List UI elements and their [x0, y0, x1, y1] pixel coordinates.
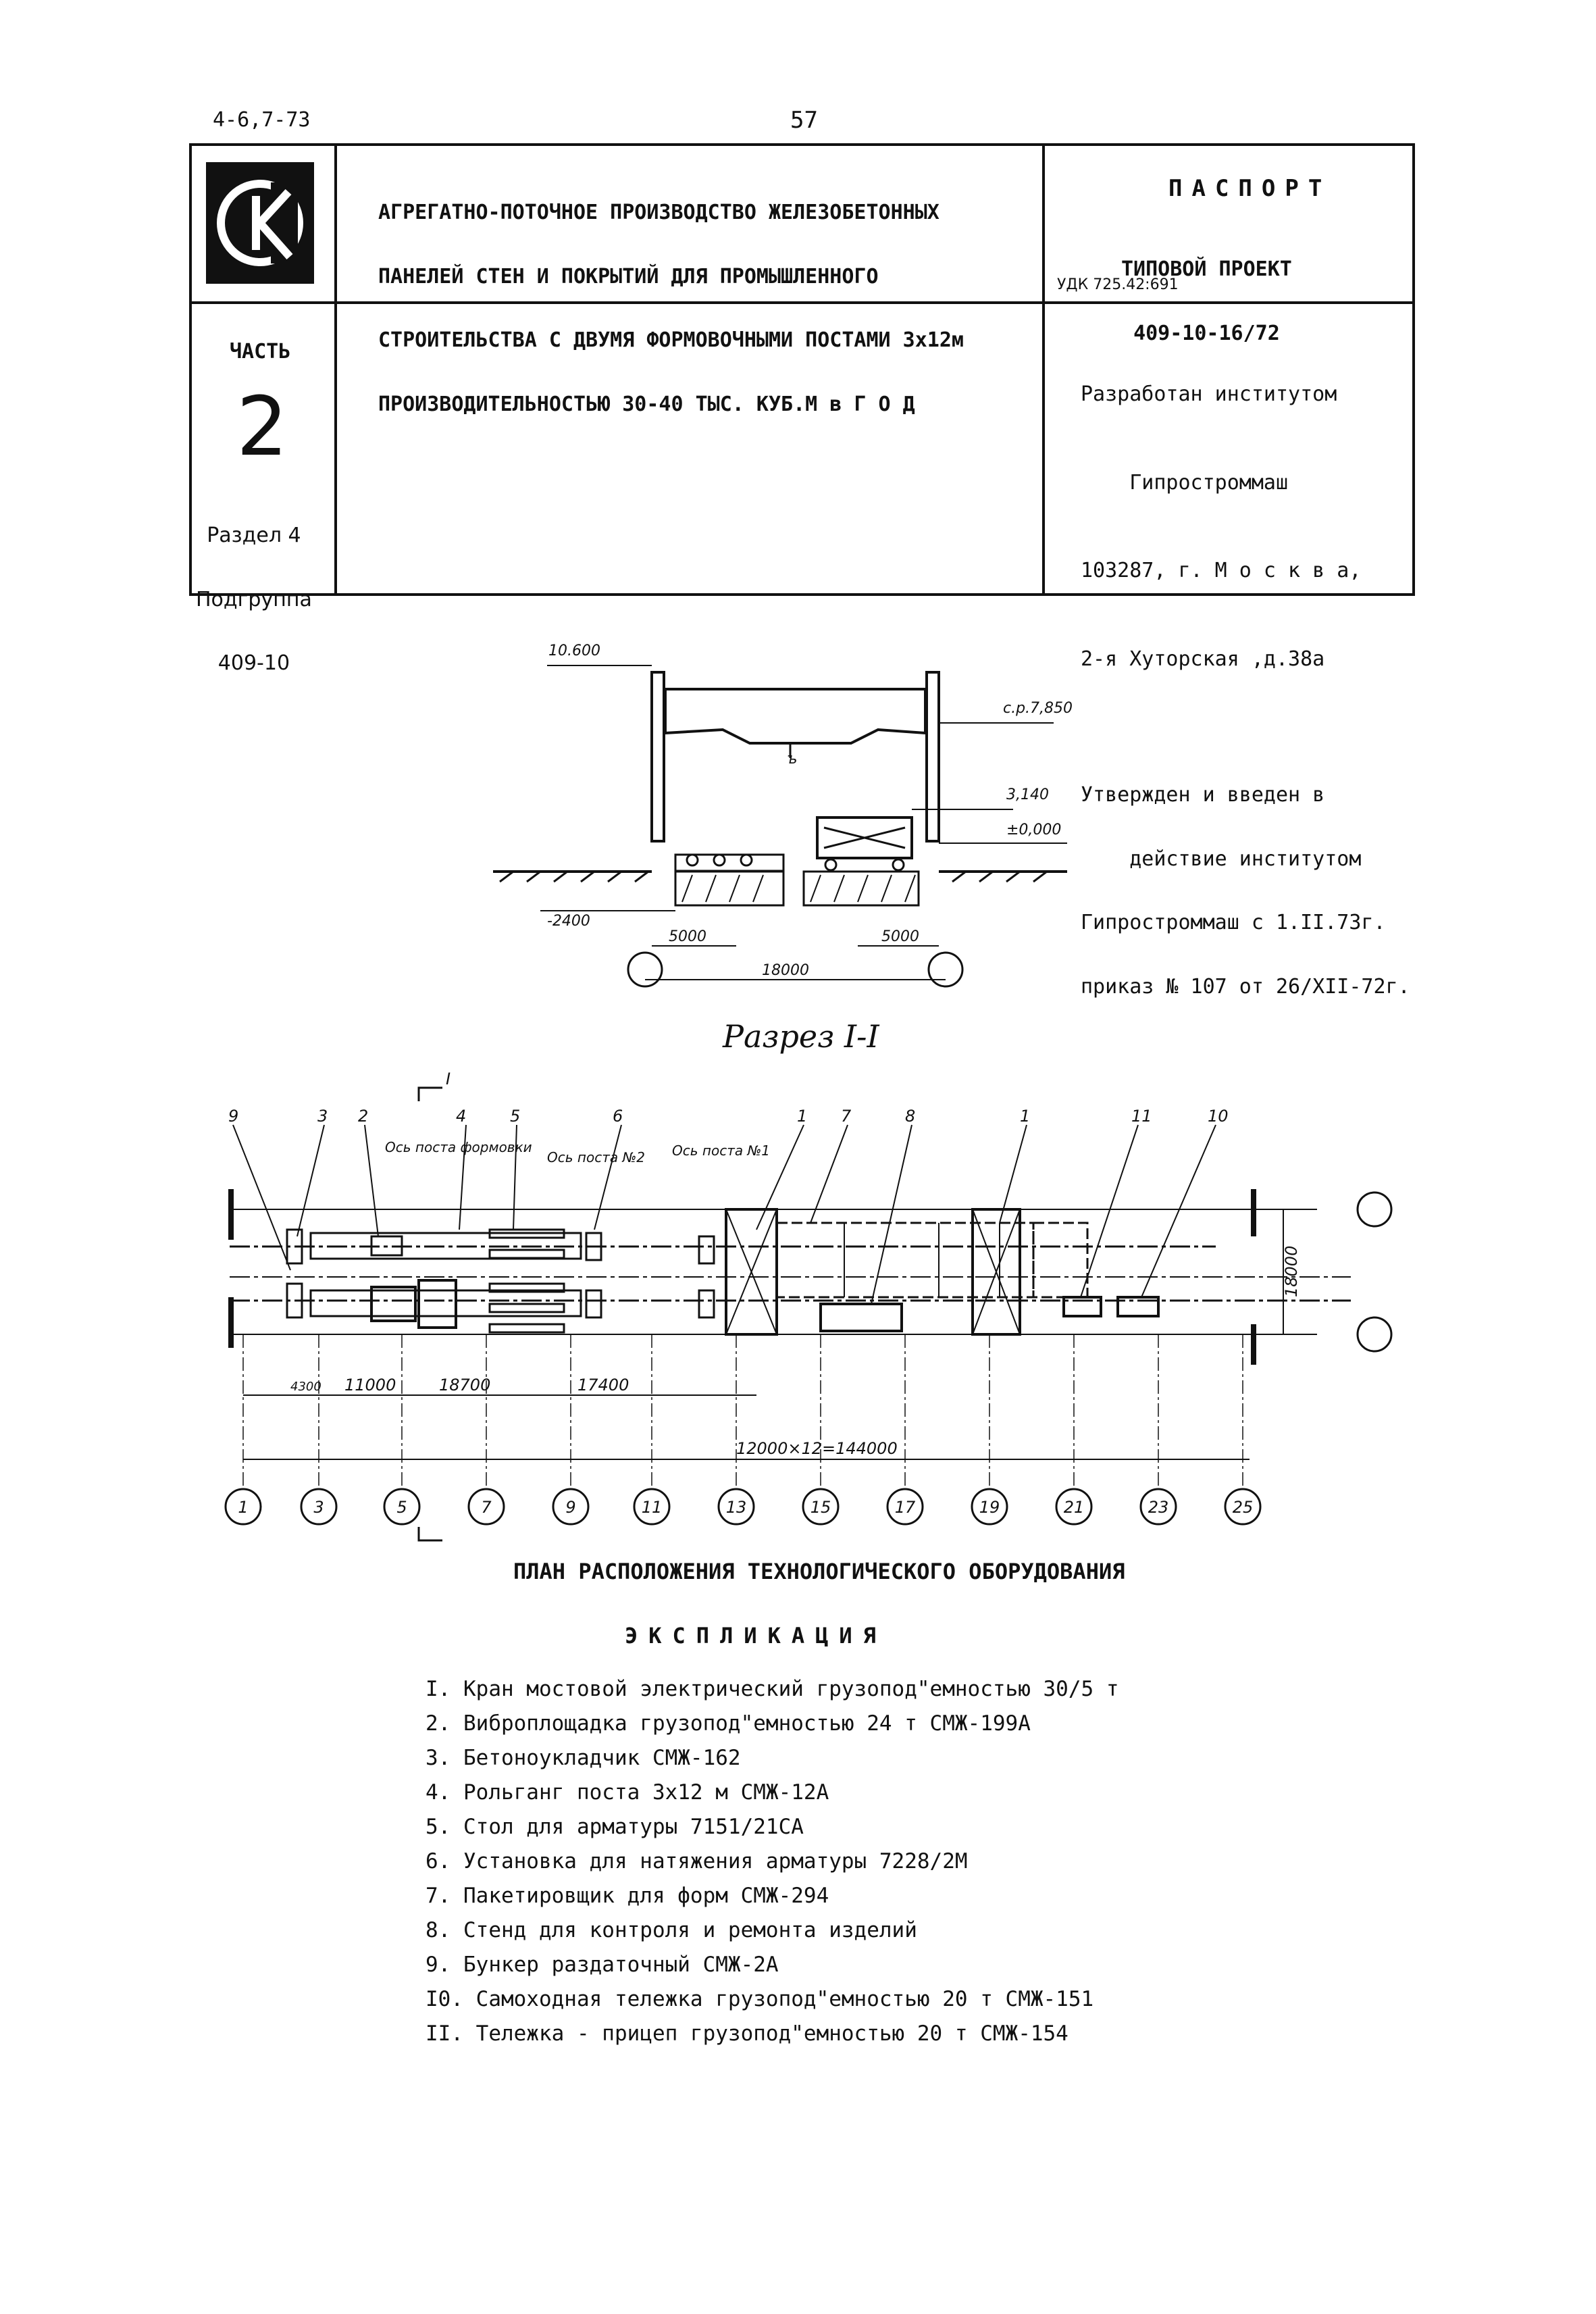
callout-label: 5 [510, 1107, 520, 1126]
axis-label: 5 [396, 1498, 407, 1517]
axis-label: 13 [726, 1498, 747, 1517]
axis-label: 3 [313, 1498, 324, 1517]
dimension-label: 11000 [344, 1376, 396, 1394]
post-axis-label: Ось поста №2 [547, 1149, 645, 1165]
approval-line: действие институтом [1081, 847, 1362, 871]
axis-markers: 1 3 5 7 9 11 13 15 17 19 21 23 25 [224, 1488, 1262, 1526]
axis-label: 15 [810, 1498, 831, 1517]
dimension-label: 4300 [290, 1380, 321, 1394]
explication-item: 6. Установка для натяжения арматуры 7228… [426, 1849, 968, 1873]
axis-label: 11 [642, 1498, 663, 1517]
level-mark: с.р.7,850 [1003, 700, 1073, 717]
axis-label: 19 [979, 1498, 1000, 1517]
explication-item: 5. Стол для арматуры 7151/21СА [426, 1815, 804, 1839]
explication-item: 8. Стенд для контроля и ремонта изделий [426, 1918, 917, 1942]
approval-line: Утвержден и введен в [1081, 783, 1325, 807]
developer-info: Разработан институтом Гипростроммаш 1032… [1081, 321, 1410, 1070]
explication-item: 4. Рольганг поста 3х12 м СМЖ-12А [426, 1780, 829, 1805]
explication-item: II. Тележка - прицеп грузопод"емностью 2… [426, 2021, 1069, 2046]
title-line: АГРЕГАТНО-ПОТОЧНОЕ ПРОИЗВОДСТВО ЖЕЛЕЗОБЕ… [378, 201, 939, 224]
overall-dimension: 12000×12=144000 [736, 1439, 898, 1458]
callout-label: 6 [613, 1107, 623, 1126]
page-number: 57 [790, 107, 818, 134]
explication-item: 7. Пакетировщик для форм СМЖ-294 [426, 1884, 829, 1908]
project-label: ТИПОВОЙ ПРОЕКТ [1121, 257, 1292, 281]
section-caption: Разрез I-I [723, 1018, 879, 1055]
level-mark: 10.600 [548, 643, 600, 659]
logo-sk-icon [206, 162, 314, 284]
post-axis-label: Ось поста №1 [672, 1142, 770, 1159]
part-label: ЧАСТЬ [230, 340, 291, 363]
developer-line: Разработан институтом [1081, 382, 1337, 406]
section-line: Подгруппа [196, 587, 312, 611]
level-mark: 3,140 [1006, 786, 1049, 803]
explication-item: I0. Самоходная тележка грузопод"емностью… [426, 1987, 1094, 2011]
explication-item: 2. Виброплощадка грузопод"емностью 24 т … [426, 1711, 1031, 1736]
axis-label: 21 [1064, 1498, 1085, 1517]
plan-drawing: I Ось поста формовки Ось поста №2 Ось [224, 1070, 1393, 1542]
approval-line: приказ № 107 от 26/XII-72г. [1081, 974, 1410, 999]
dimension-label: 18000 [762, 962, 809, 979]
section-line: Раздел 4 [207, 524, 301, 547]
project-info: ТИПОВОЙ ПРОЕКТ 409-10-16/72 [1121, 216, 1292, 366]
approval-info: Утвержден и введен в действие институтом… [1081, 742, 1410, 1040]
axis-label: 23 [1148, 1498, 1169, 1517]
project-number: 409-10-16/72 [1133, 321, 1280, 345]
callout-label: 11 [1131, 1107, 1152, 1126]
section-mark: I [446, 1070, 451, 1088]
title-line: СТРОИТЕЛЬСТВА С ДВУМЯ ФОРМОВОЧНЫМИ ПОСТА… [378, 328, 964, 352]
axis-label: 1 [238, 1498, 248, 1517]
dimension-label: 5000 [669, 928, 706, 945]
section-line: 409-10 [217, 651, 290, 675]
explication-list: I. Кран мостовой электрический грузопод"… [426, 1672, 1119, 2051]
dimension-label: 5000 [881, 928, 919, 945]
developer-line: Гипростроммаш [1081, 470, 1289, 495]
callout-label: 8 [905, 1107, 915, 1126]
level-mark: -2400 [547, 913, 590, 930]
level-mark: ±0,000 [1006, 822, 1061, 838]
dimension-label: 18700 [439, 1376, 490, 1394]
plan-caption: ПЛАН РАСПОЛОЖЕНИЯ ТЕХНОЛОГИЧЕСКОГО ОБОРУ… [513, 1559, 1125, 1584]
part-number: 2 [236, 380, 288, 474]
udk-code: УДК 725.42:691 [1057, 276, 1179, 293]
callout-label: 3 [317, 1107, 328, 1126]
explication-item: 3. Бетоноукладчик СМЖ-162 [426, 1746, 741, 1770]
developer-line: 2-я Хуторская ,д.38а [1081, 647, 1325, 671]
axis-label: 7 [481, 1498, 492, 1517]
document-title: АГРЕГАТНО-ПОТОЧНОЕ ПРОИЗВОДСТВО ЖЕЛЕЗОБЕ… [378, 159, 964, 436]
dimension-label: 17400 [577, 1376, 629, 1394]
axis-label: 25 [1233, 1498, 1254, 1517]
callout-label: 1 [797, 1107, 807, 1126]
title-block-lines [190, 145, 1414, 595]
post-axis-label: Ось поста формовки [385, 1139, 532, 1155]
callout-label: 1 [1020, 1107, 1030, 1126]
approval-line: Гипростроммаш с 1.II.73г. [1081, 911, 1386, 934]
callout-label: 9 [228, 1107, 238, 1126]
section-info: Раздел 4 Подгруппа 409-10 [196, 482, 312, 695]
span-dimension: 18000 [1282, 1246, 1301, 1297]
svg-text:ъ: ъ [787, 751, 798, 768]
callout-label: 7 [841, 1107, 852, 1126]
callout-label: 2 [358, 1107, 368, 1126]
document-code: 4-6,7-73 [213, 108, 311, 132]
explication-title: ЭКСПЛИКАЦИЯ [625, 1623, 887, 1649]
section-drawing: ъ 10.600 с.р.7,850 3,140 ±0,000 -2400 50… [493, 643, 1073, 988]
title-block [189, 143, 1415, 596]
title-line: ПАНЕЛЕЙ СТЕН И ПОКРЫТИЙ ДЛЯ ПРОМЫШЛЕННОГ… [378, 264, 879, 288]
axis-label: 9 [565, 1498, 575, 1517]
callout-label: 10 [1208, 1107, 1229, 1126]
callout-label: 4 [456, 1107, 466, 1126]
axis-label: 17 [895, 1498, 916, 1517]
developer-line: 103287, г. М о с к в а, [1081, 559, 1362, 582]
explication-item: I. Кран мостовой электрический грузопод"… [426, 1677, 1119, 1701]
explication-item: 9. Бункер раздаточный СМЖ-2А [426, 1953, 779, 1977]
title-line: ПРОИЗВОДИТЕЛЬНОСТЬЮ 30-40 ТЫС. КУБ.М в Г… [378, 392, 915, 416]
passport-label: ПАСПОРТ [1168, 175, 1332, 202]
